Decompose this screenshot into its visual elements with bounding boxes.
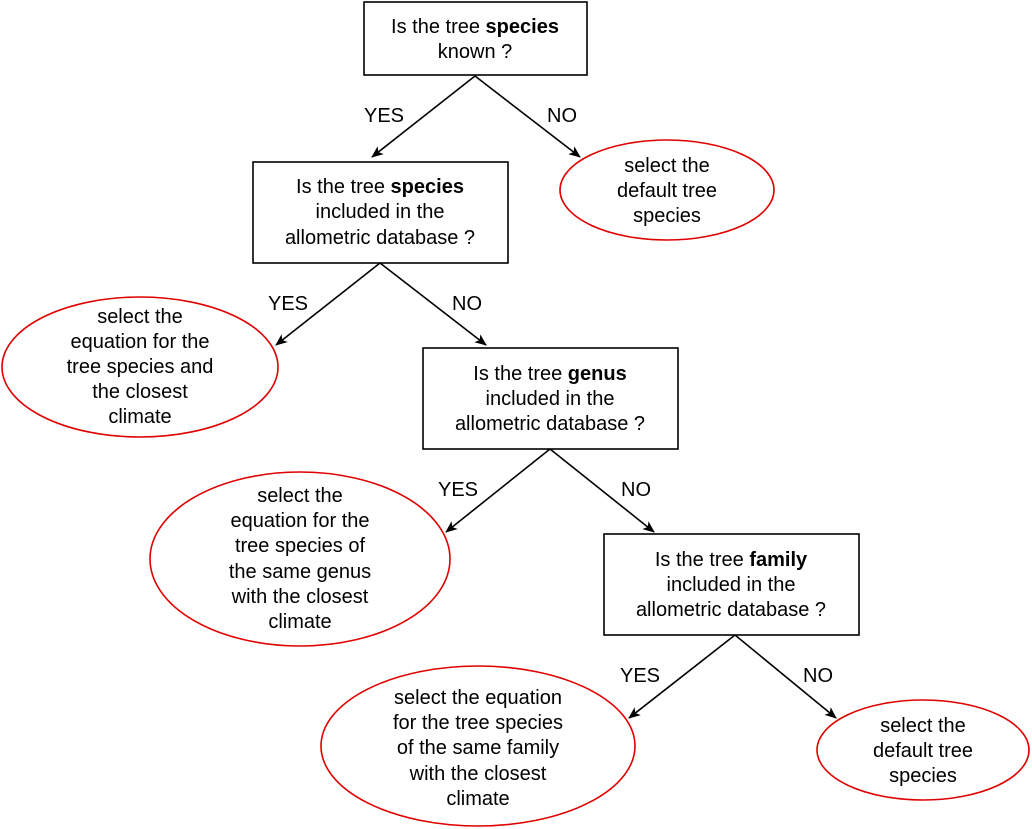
outcome-line: the closest [92,381,188,403]
outcome-line: species [889,765,957,787]
question-prefix: Is the tree [391,16,486,38]
outcome-ellipse [816,699,1030,801]
edge-label-q4-yes: YES [620,665,660,687]
question-line: included in the [486,388,615,410]
edge-label-q4-no: NO [803,665,833,687]
outcome-node-family-equation: select the equation for the tree species… [320,665,636,827]
outcome-line: tree species of [235,535,366,557]
outcome-node-genus-equation: select the equation for the tree species… [149,471,451,647]
edge-label-q2-yes: YES [268,293,308,315]
outcome-line: climate [268,611,331,633]
question-keyword: species [486,16,559,38]
question-prefix: Is the tree [473,363,568,385]
outcome-line: tree species and [67,356,214,378]
question-prefix: Is the tree [655,549,750,571]
outcome-line: for the tree species [393,712,563,734]
outcome-line: select the [97,306,183,328]
edges [275,75,837,719]
edge-label-q2-no: NO [452,293,482,315]
question-keyword: genus [568,363,627,385]
edge-q1-yes [371,75,476,158]
outcome-line: equation for the [231,510,370,532]
outcome-ellipse [320,665,636,827]
edge-q1-no [474,75,581,158]
question-keyword: species [391,176,464,198]
question-line: Is the tree species [391,16,559,38]
question-line: Is the tree species [296,176,464,198]
outcome-line: select the [624,155,710,177]
edge-label-q1-yes: YES [364,105,404,127]
outcome-line: the same genus [229,561,371,583]
outcome-line: default tree [617,180,717,202]
outcome-line: of the same family [397,737,559,759]
edge-label-q3-no: NO [621,479,651,501]
question-box [603,533,860,636]
outcome-line: select the [257,485,343,507]
outcome-ellipse [559,139,775,241]
outcome-ellipse [149,471,451,647]
edge-label-q1-no: NO [547,105,577,127]
outcome-line: select the [880,715,966,737]
outcome-node-default-species-bottom: select the default tree species [816,699,1030,801]
question-line: allometric database ? [455,413,645,435]
outcome-line: equation for the [71,331,210,353]
outcome-line: with the closest [409,763,547,785]
question-keyword: family [749,549,808,571]
edge-q4-no [734,634,837,719]
outcome-node-default-species-top: select the default tree species [559,139,775,241]
edge-q3-no [549,448,655,533]
question-line: allometric database ? [285,227,475,249]
outcome-node-species-equation: select the equation for the tree species… [1,296,279,438]
question-node-species-known: Is the tree species known ? [363,1,588,76]
outcome-line: with the closest [231,586,369,608]
question-box [422,347,679,450]
outcome-line: climate [446,788,509,810]
question-line: included in the [667,574,796,596]
edge-q2-yes [275,262,381,346]
outcome-line: default tree [873,740,973,762]
question-node-family-in-database: Is the tree family included in the allom… [603,533,860,636]
edge-q3-yes [445,448,551,533]
question-line: Is the tree genus [473,363,626,385]
question-line: known ? [438,41,513,63]
question-box [363,1,588,76]
question-box [252,161,509,264]
outcome-line: species [633,205,701,227]
edge-q2-no [379,262,487,346]
edge-q4-yes [628,634,736,719]
question-prefix: Is the tree [296,176,391,198]
question-node-genus-in-database: Is the tree genus included in the allome… [422,347,679,450]
question-line: allometric database ? [636,599,826,621]
outcome-line: climate [108,406,171,428]
outcome-ellipse [1,296,279,438]
question-line: included in the [316,201,445,223]
outcome-line: select the equation [394,687,562,709]
question-node-species-in-database: Is the tree species included in the allo… [252,161,509,264]
question-line: Is the tree family [655,549,808,571]
edge-label-q3-yes: YES [438,479,478,501]
edge-labels: YES NO YES NO YES NO YES NO [268,105,833,687]
